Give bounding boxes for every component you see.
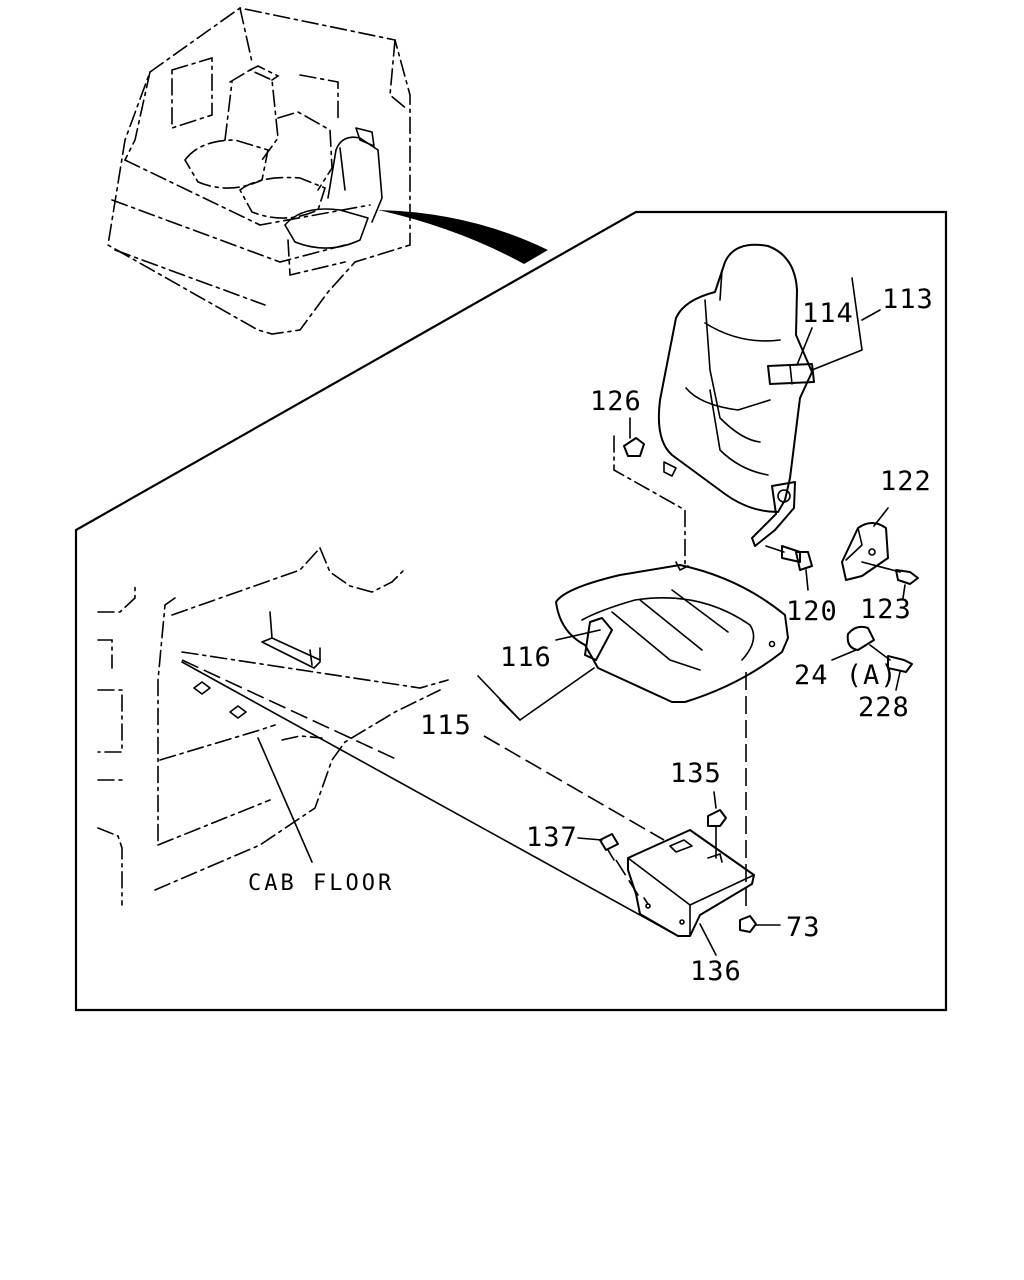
label-123: 123 — [860, 594, 912, 625]
label-126: 126 — [590, 386, 642, 417]
seat-cushion — [555, 561, 789, 703]
part-126-clip — [613, 417, 686, 569]
callouts: 113 114 126 122 120 123 116 24 (A) 228 1… — [248, 284, 934, 987]
label-73: 73 — [786, 912, 821, 943]
label-24a: 24 (A) — [794, 660, 898, 691]
label-115: 115 — [420, 710, 472, 741]
label-cab-floor: CAB FLOOR — [248, 871, 394, 896]
label-114: 114 — [802, 298, 854, 329]
seat-back — [657, 243, 815, 547]
label-137: 137 — [526, 822, 578, 853]
label-136: 136 — [690, 956, 742, 987]
label-122: 122 — [880, 466, 932, 497]
cab-floor — [97, 547, 449, 906]
leader-113-114 — [796, 277, 881, 371]
assembly-lines — [181, 659, 747, 937]
seat-base-bracket — [577, 791, 781, 956]
cab-overview — [107, 7, 548, 335]
leader-115-116 — [477, 629, 601, 721]
label-135: 135 — [670, 758, 722, 789]
label-228: 228 — [858, 692, 910, 723]
label-120: 120 — [786, 596, 838, 627]
label-113: 113 — [882, 284, 934, 315]
detail-frame — [74, 210, 948, 1012]
label-116: 116 — [500, 642, 552, 673]
fasteners-right — [765, 507, 919, 691]
